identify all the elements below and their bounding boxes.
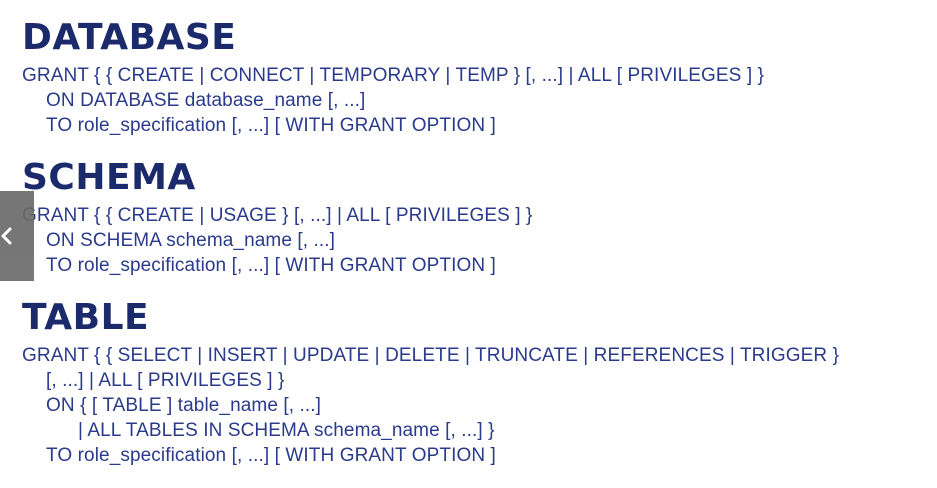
- database-on-line: ON DATABASE database_name [, ...]: [46, 90, 366, 111]
- table-to-line: TO role_specification [, ...] [ WITH GRA…: [46, 445, 496, 466]
- section-heading-table: TABLE: [22, 297, 150, 338]
- section-heading-database: DATABASE: [22, 17, 237, 58]
- table-on-line: ON { [ TABLE ] table_name [, ...]: [46, 395, 322, 416]
- table-grant-line: GRANT { { SELECT | INSERT | UPDATE | DEL…: [22, 345, 840, 366]
- schema-grant-line: GRANT { { CREATE | USAGE } [, ...] | ALL…: [22, 205, 533, 226]
- database-grant-line: GRANT { { CREATE | CONNECT | TEMPORARY |…: [22, 65, 765, 86]
- section-heading-schema: SCHEMA: [22, 157, 196, 198]
- table-all-tables-line: | ALL TABLES IN SCHEMA schema_name [, ..…: [78, 420, 495, 441]
- database-to-line: TO role_specification [, ...] [ WITH GRA…: [46, 115, 496, 136]
- schema-to-line: TO role_specification [, ...] [ WITH GRA…: [46, 255, 496, 276]
- table-privileges-line: [, ...] | ALL [ PRIVILEGES ] }: [46, 370, 285, 391]
- schema-on-line: ON SCHEMA schema_name [, ...]: [46, 230, 336, 251]
- side-panel-toggle-button[interactable]: [0, 191, 34, 281]
